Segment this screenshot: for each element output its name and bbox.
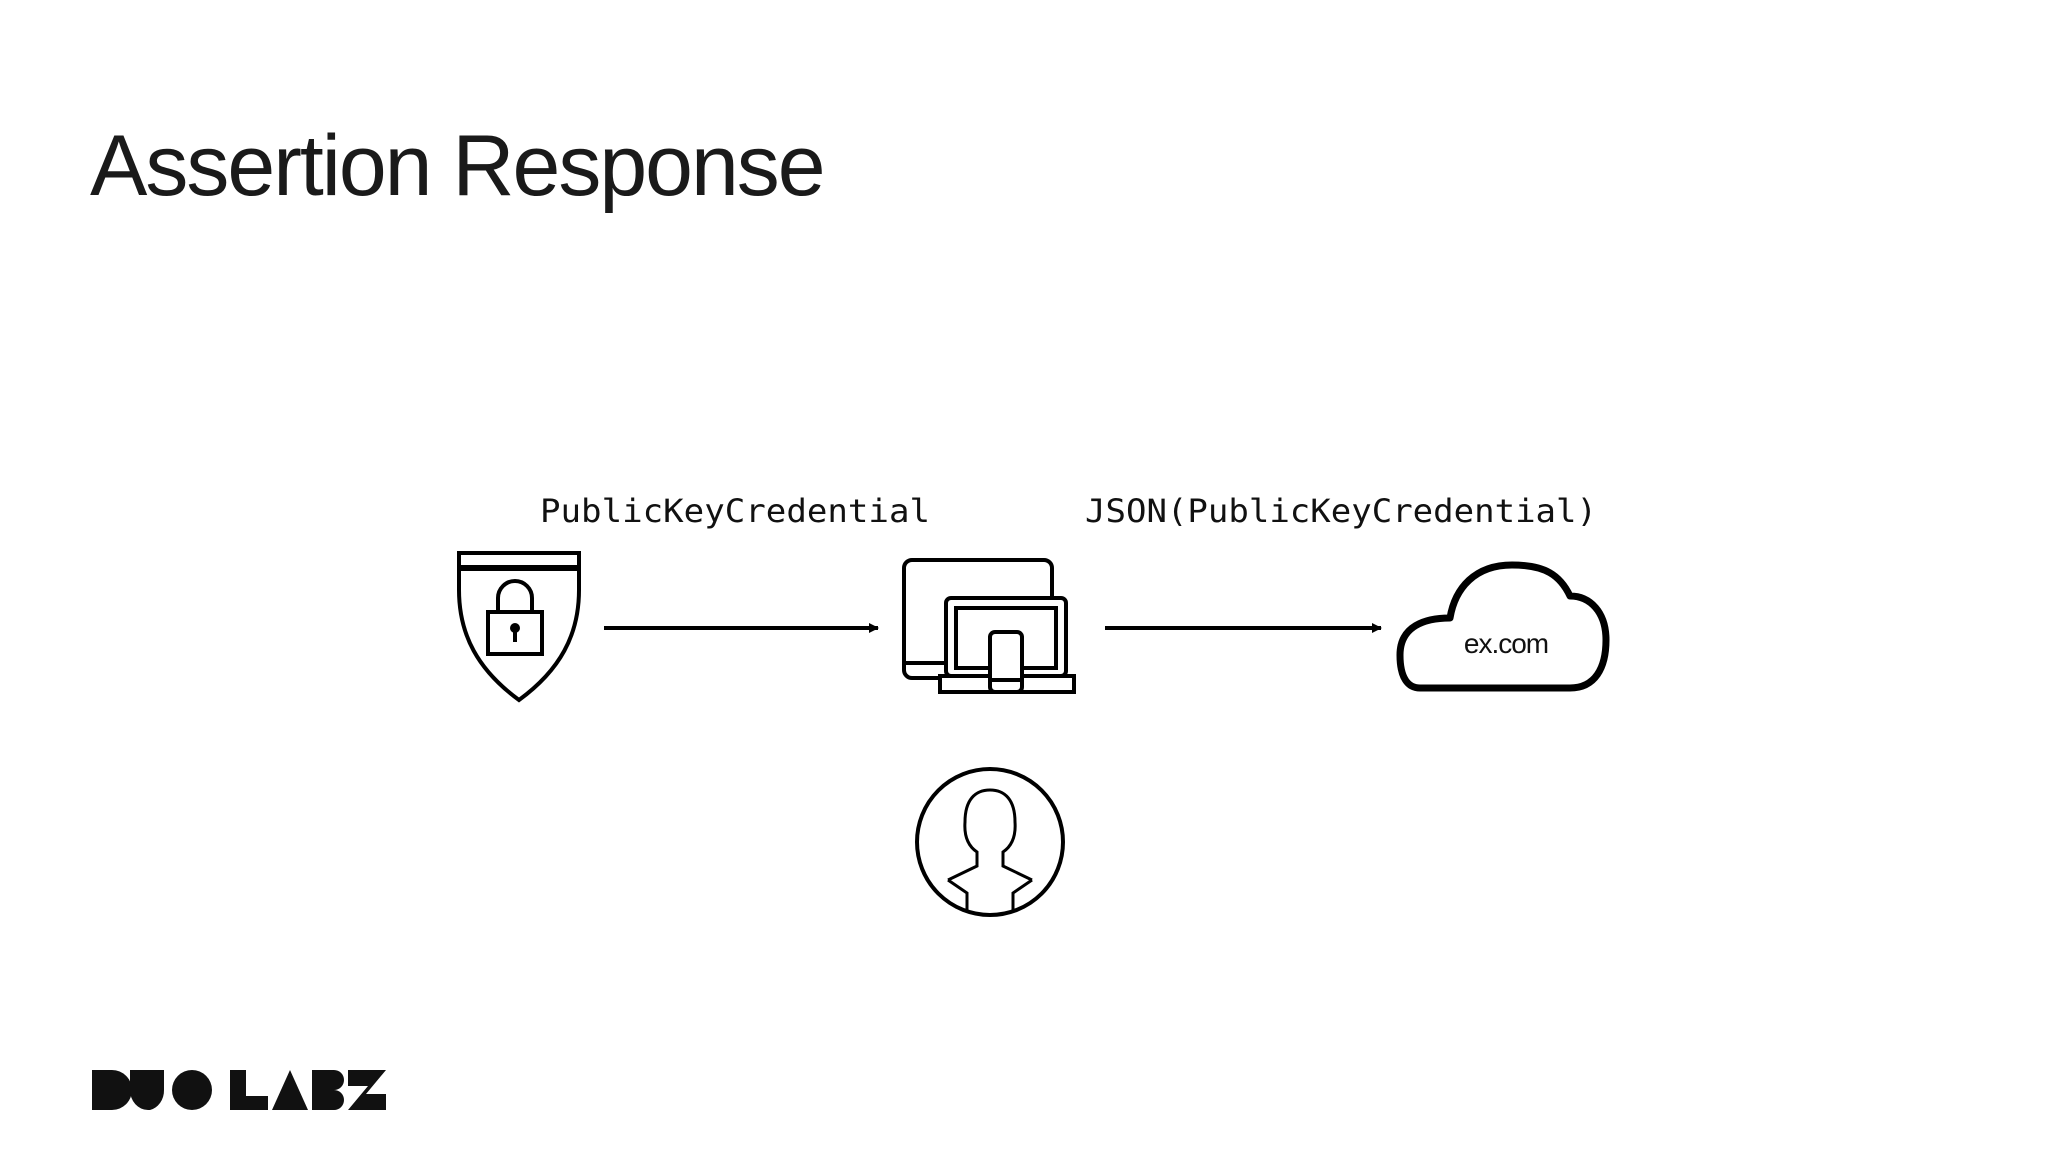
slide-title: Assertion Response	[90, 118, 824, 214]
devices-icon	[902, 558, 1076, 694]
label-json-public-key-credential: JSON(PublicKeyCredential)	[1085, 492, 1597, 530]
user-avatar-icon	[915, 767, 1065, 917]
label-public-key-credential: PublicKeyCredential	[540, 492, 930, 530]
server-label: ex.com	[1464, 628, 1548, 659]
cloud-icon: ex.com	[1396, 561, 1610, 692]
shield-lock-icon	[457, 551, 581, 703]
duo-labs-logo	[92, 1070, 386, 1110]
